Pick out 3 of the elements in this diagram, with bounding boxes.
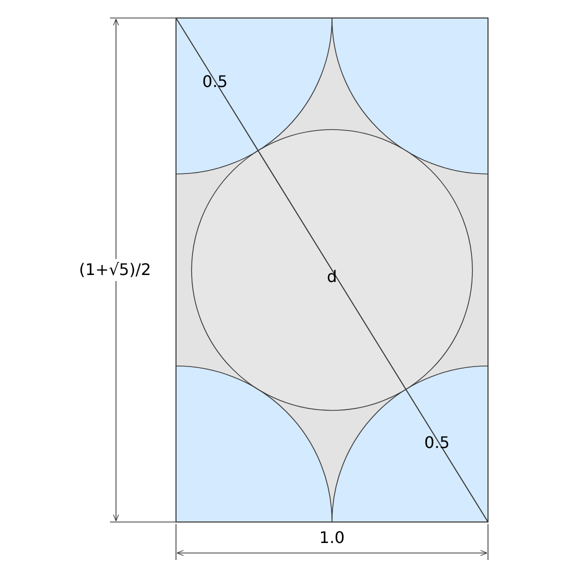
dimension-label: 1.0	[319, 529, 345, 547]
diameter-label: d	[326, 268, 338, 286]
dimension-label: (1+√5)/2	[79, 259, 151, 281]
